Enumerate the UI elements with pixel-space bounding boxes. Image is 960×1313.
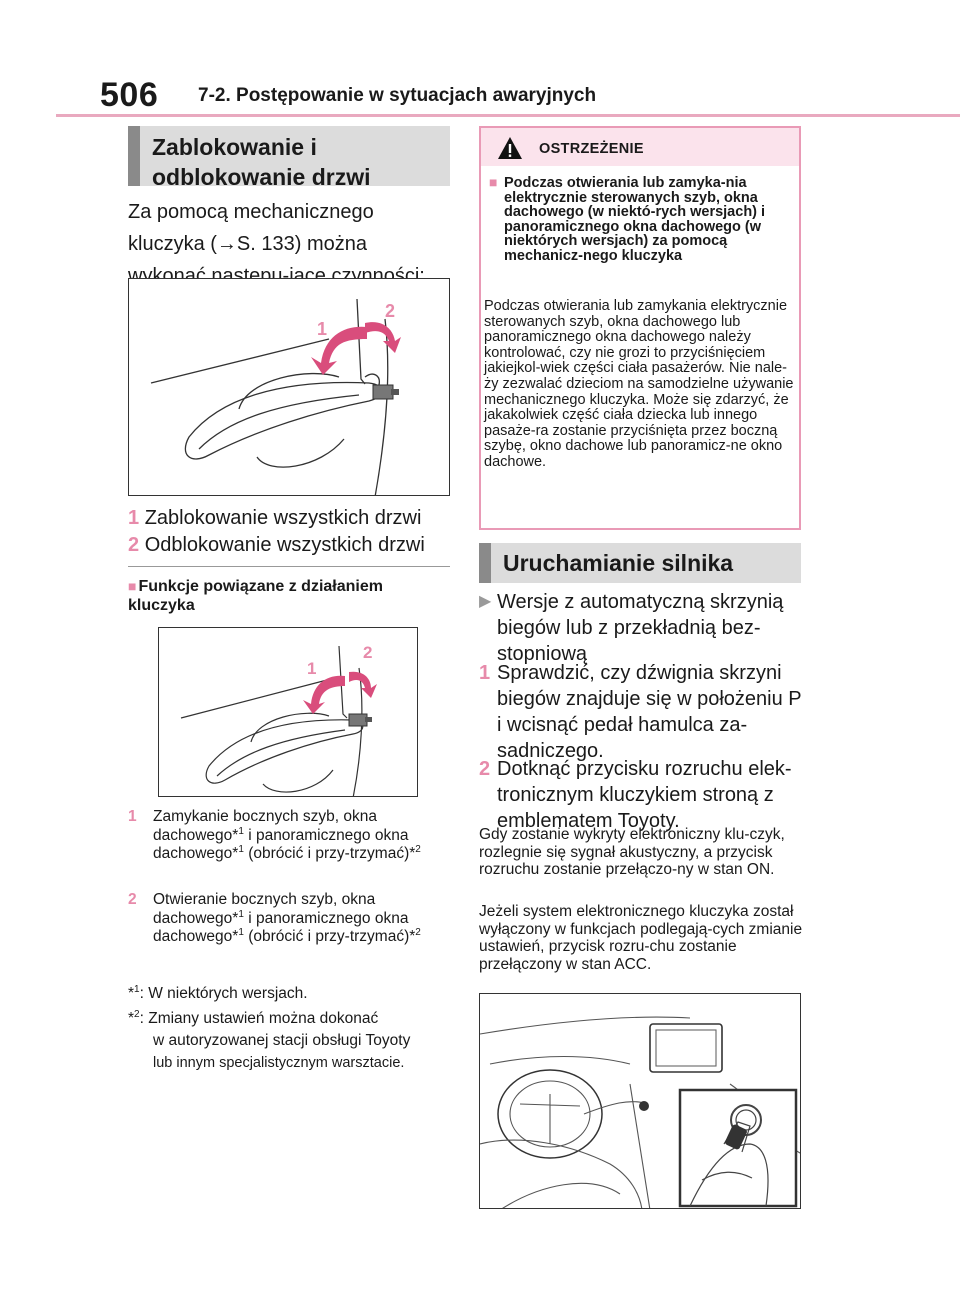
- callout-1-label: 1: [307, 659, 316, 678]
- list-number: 1: [128, 808, 137, 825]
- door-handle-drawing: 1 2: [150, 298, 401, 495]
- engine-start-illustration: [479, 993, 801, 1209]
- key-functions-heading: ■Funkcje powiązane z działaniem kluczyka: [128, 578, 383, 614]
- window-key-drawing: 1 2: [180, 643, 377, 796]
- warning-title: OSTRZEŻENIE: [539, 141, 644, 157]
- warning-header: [481, 128, 799, 166]
- variant-item: ▶ Wersje z automatyczną skrzynią biegów …: [479, 591, 784, 665]
- window-key-illustration: 1 2: [158, 627, 418, 797]
- warning-subheading: ■ Podczas otwierania lub zamyka-nia elek…: [489, 174, 766, 264]
- door-handle-illustration: 1 2: [128, 278, 450, 496]
- warning-body: Podczas otwierania lub zamykania elektry…: [484, 298, 794, 470]
- page-number: 506: [100, 76, 159, 114]
- header-rule: [56, 114, 960, 117]
- unlock-all-item: 2 Odblokowanie wszystkich drzwi: [128, 532, 425, 558]
- section-title: 7-2. Postępowanie w sytuacjach awaryjnyc…: [198, 85, 597, 106]
- footnote-1: *1: W niektórych wersjach.: [128, 983, 308, 1002]
- step-number: 2: [479, 758, 491, 780]
- warning-box: [479, 126, 801, 530]
- note-acc-mode: Jeżeli system elektronicznego kluczyka z…: [479, 903, 803, 973]
- divider: [128, 566, 450, 567]
- note-acoustic-signal: Gdy zostanie wykryty elektroniczny klu-c…: [479, 826, 785, 879]
- step-number: 1: [479, 662, 491, 684]
- engine-start-drawing: [480, 1016, 800, 1208]
- lock-all-item: 1 Zablokowanie wszystkich drzwi: [128, 505, 421, 531]
- open-windows-item: 2 Otwieranie bocznych szyb, okna dachowe…: [128, 891, 421, 945]
- engine-section-heading: Uruchamianie silnika: [479, 543, 801, 583]
- triangle-right-icon: ▶: [479, 593, 492, 610]
- list-item-text: Odblokowanie wszystkich drzwi: [144, 534, 425, 556]
- step-1: 1 Sprawdzić, czy dźwignia skrzyni biegów…: [479, 662, 802, 762]
- callout-2-label: 2: [385, 301, 395, 321]
- list-number: 2: [128, 534, 140, 556]
- callout-2-label: 2: [363, 643, 372, 662]
- close-windows-item: 1 Zamykanie bocznych szyb, okna dachoweg…: [128, 808, 421, 862]
- square-bullet-icon: ■: [489, 174, 498, 190]
- list-number: 2: [128, 891, 137, 908]
- step-2: 2 Dotknąć przycisku rozruchu elek-tronic…: [479, 758, 792, 832]
- square-bullet-icon: ■: [128, 578, 137, 594]
- warning-triangle-icon: [498, 137, 522, 159]
- list-number: 1: [128, 507, 140, 529]
- footnote-2: *2: Zmiany ustawień można dokonać w auto…: [128, 1008, 411, 1071]
- callout-1-label: 1: [317, 319, 327, 339]
- lock-section-heading: Zablokowanie i odblokowanie drzwi: [128, 126, 450, 190]
- list-item-text: Zablokowanie wszystkich drzwi: [144, 507, 422, 529]
